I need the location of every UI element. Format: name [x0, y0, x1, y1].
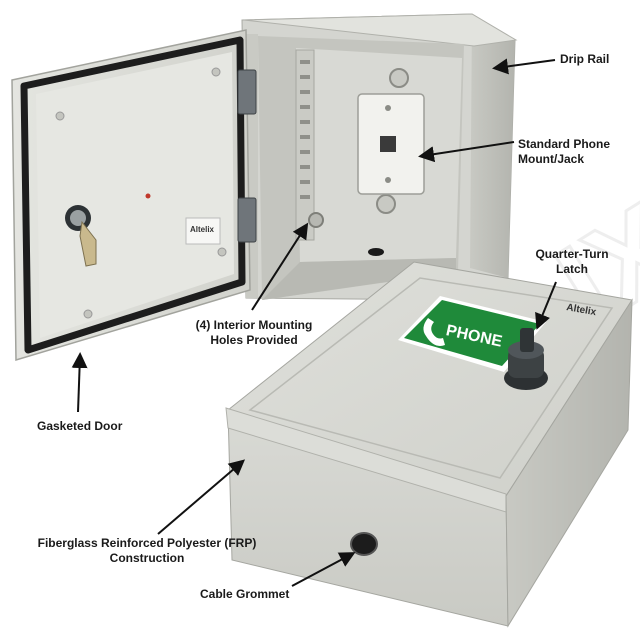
phone-handset-icon: [423, 318, 445, 346]
latch-label-line1: Quarter-Turn: [535, 247, 609, 261]
phone-mount-label: Standard Phone Mount/Jack: [518, 137, 610, 167]
quarter-turn-latch-icon: [504, 328, 548, 390]
floor-hole: [368, 248, 384, 256]
lid-logo-text: Altelix: [565, 302, 597, 318]
mounting-holes-label-line1: (4) Interior Mounting: [195, 318, 313, 332]
drip-rail-arrow: [492, 58, 556, 75]
jack-screw-icon: [385, 105, 391, 111]
door-logo-sticker: [185, 217, 221, 245]
grommet-arrow: [291, 552, 356, 587]
cable-grommet: [350, 532, 378, 556]
door-latch-icon: [65, 205, 97, 267]
open-enclosure: [241, 13, 518, 301]
mounting-holes-label: (4) Interior Mounting Holes Provided: [180, 318, 328, 348]
latch-arrow: [535, 281, 557, 330]
gasketed-door: Altelix: [11, 29, 257, 362]
phone-jack-port: [380, 136, 396, 152]
grommet-label: Cable Grommet: [200, 587, 290, 601]
latch-label-line2: Latch: [555, 262, 588, 276]
door-gasket: [20, 36, 246, 354]
frp-label-line2: Construction: [109, 551, 185, 565]
hinge-icon: [237, 197, 257, 243]
door-indicator-icon: [145, 193, 151, 199]
phone-mount-label-line2: Mount/Jack: [518, 152, 585, 166]
door-inner-panel: [36, 52, 234, 338]
mounting-holes-arrow: [251, 222, 309, 311]
frp-arrow: [157, 459, 246, 535]
latch-label: Quarter-Turn Latch: [524, 247, 620, 277]
jack-screw-icon: [385, 177, 391, 183]
phone-mount-arrow: [418, 141, 515, 163]
frp-label: Fiberglass Reinforced Polyester (FRP) Co…: [10, 536, 284, 566]
closed-enclosure: PHONE Altelix: [225, 261, 633, 628]
phone-mount-label-line1: Standard Phone: [518, 137, 611, 151]
interior-mounting-hole: [389, 68, 409, 88]
gasketed-door-arrow: [71, 352, 88, 413]
interior-mounting-hole: [376, 194, 396, 214]
door-screw-icon: [217, 247, 227, 257]
gasketed-door-label: Gasketed Door: [37, 419, 123, 433]
mounting-holes-label-line2: Holes Provided: [210, 333, 298, 347]
door-screw-icon: [55, 111, 65, 121]
drip-rail-label: Drip Rail: [560, 52, 610, 66]
closed-lid-bevel: [248, 277, 614, 479]
hinge-icon: [237, 69, 257, 115]
drip-rail: [243, 13, 518, 47]
door-screw-icon: [211, 67, 221, 77]
interior-mounting-hole: [308, 212, 324, 228]
door-logo-text: Altelix: [190, 225, 215, 234]
frp-label-line1: Fiberglass Reinforced Polyester (FRP): [37, 536, 257, 550]
closed-side-face: [505, 298, 633, 628]
door-screw-icon: [83, 309, 93, 319]
